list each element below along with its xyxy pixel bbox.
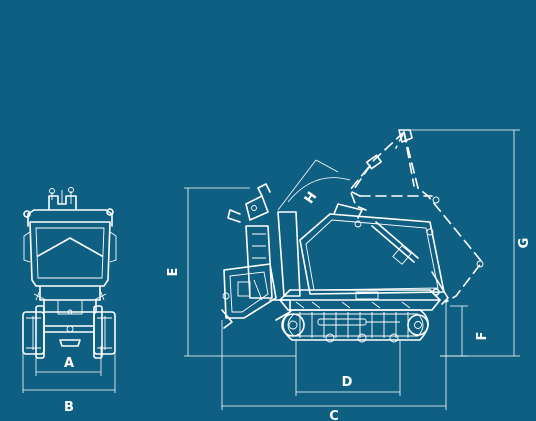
side-dimension-lines [184,129,520,410]
dimension-label-g: G [517,238,532,249]
front-dimension-lines [22,346,116,393]
dimension-label-b: B [64,400,74,415]
dimension-label-d: D [342,375,353,390]
dimension-label-c: C [329,409,339,421]
dimension-label-e: E [166,268,181,277]
dimension-label-a: A [64,356,74,371]
dimension-label-h: H [302,189,321,207]
front-view [22,187,117,359]
side-view [221,129,484,343]
dimension-label-f: F [475,332,490,341]
